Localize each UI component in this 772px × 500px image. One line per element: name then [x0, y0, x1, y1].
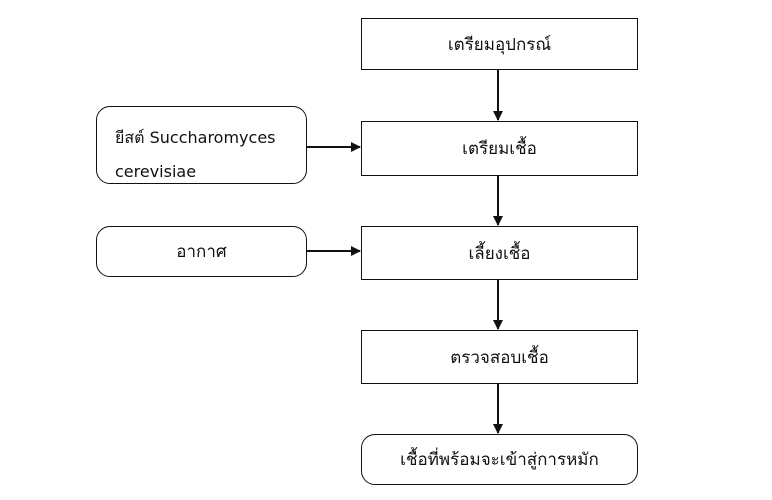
step-label: เชื้อที่พร้อมจะเข้าสู่การหมัก: [400, 450, 599, 470]
yeast-label-line1: ยีสต์ Succharomyces: [115, 128, 276, 147]
input-yeast: ยีสต์ Succharomyces cerevisiae: [96, 106, 307, 184]
step-label: เตรียมเชื้อ: [462, 139, 537, 159]
step-inspect-culture: ตรวจสอบเชื้อ: [361, 330, 638, 384]
yeast-label-line2: cerevisiae: [115, 162, 197, 181]
step-prepare-equipment: เตรียมอุปกรณ์: [361, 18, 638, 70]
step-cultivate-culture: เลี้ยงเชื้อ: [361, 226, 638, 280]
step-label: เตรียมอุปกรณ์: [447, 34, 552, 55]
step-label: เลี้ยงเชื้อ: [468, 243, 531, 264]
air-label: อากาศ: [176, 242, 227, 262]
input-air: อากาศ: [96, 226, 307, 277]
step-prepare-culture: เตรียมเชื้อ: [361, 121, 638, 176]
step-ready-for-fermentation: เชื้อที่พร้อมจะเข้าสู่การหมัก: [361, 434, 638, 485]
step-label: ตรวจสอบเชื้อ: [450, 347, 549, 368]
